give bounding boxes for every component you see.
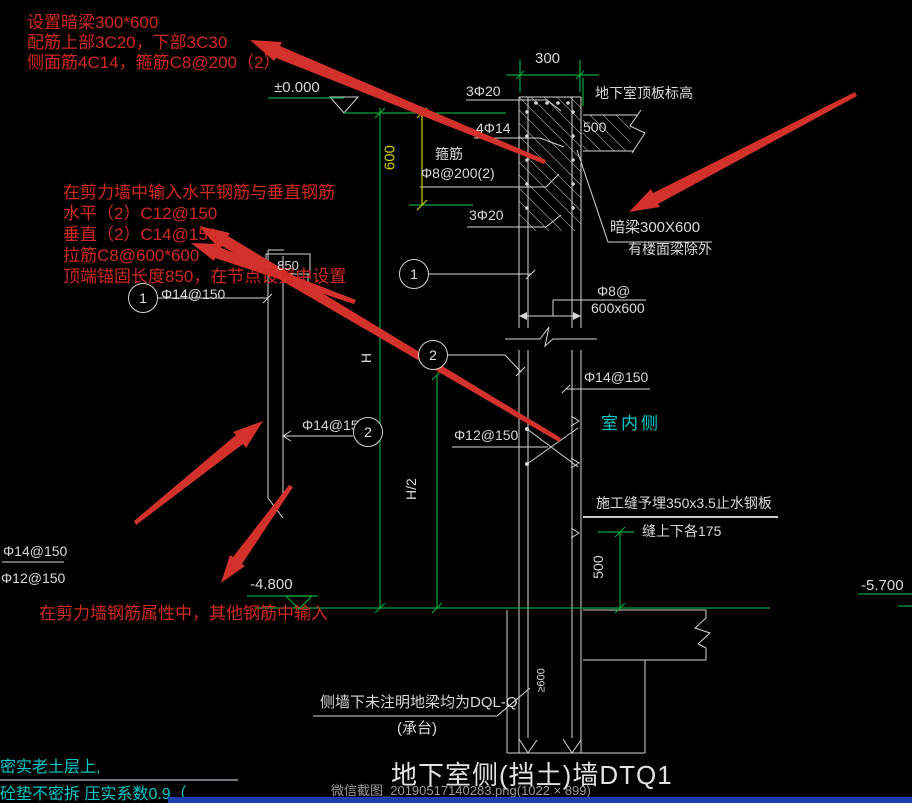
construction-joint-label: 施工缝予埋350x3.5止水钢板 (596, 495, 772, 511)
arrow-to-hidden-beam (629, 92, 857, 212)
callout-2-right: 2 (418, 340, 448, 370)
roof-level-label: 地下室顶板标高 (595, 85, 693, 101)
property-note: 在剪力墙钢筋属性中，其他钢筋中输入 (39, 604, 328, 623)
drawing-title: 地下室侧(挡土)墙DTQ1 (391, 760, 673, 790)
level-bottom: -4.800 (250, 576, 293, 593)
arrow-to-left-leg (134, 421, 263, 525)
level-symbol-bottom (284, 595, 314, 610)
label-vertical-bar-1: Φ14@150 (161, 286, 226, 302)
beam-note-line1: 设置暗梁300*600 (27, 13, 159, 32)
wall-break-symbol (505, 326, 597, 348)
left-wall-leg (267, 249, 284, 519)
label-stirrup-title: 箍筋 (435, 146, 463, 162)
dim-wall-half-height: H/2 (402, 478, 419, 500)
dim-footing: 500 (589, 555, 606, 579)
image-filename: 微信截图_20190517140283.png(1022 × 899) (331, 783, 591, 798)
leader-lines (2, 96, 712, 717)
level-symbol-top (328, 96, 360, 114)
arrow-to-beam-note (250, 40, 546, 164)
wall-bottom-break (518, 738, 582, 754)
dim-slab-thickness: 500 (583, 119, 607, 135)
yellow-dimension (416, 107, 428, 211)
level-right: -5.700 (861, 577, 904, 594)
interior-side-label: 室内侧 (601, 414, 661, 433)
hidden-beam-sub: 有楼面梁除外 (628, 241, 712, 257)
label-tie-line2: 600x600 (591, 300, 645, 316)
dim-beam-depth: 600 (381, 145, 399, 171)
label-side-bars: 4Φ14 (476, 120, 511, 136)
bottom-slab-break (694, 610, 711, 660)
joint-sub-label: 缝上下各175 (642, 523, 722, 539)
callout-2-left: 2 (353, 417, 383, 447)
label-bottom-bars: 3Φ20 (469, 207, 504, 223)
hidden-beam-label: 暗梁300X600 (610, 219, 701, 236)
dim-wall-height: H (357, 352, 374, 364)
wall-note-line1: 在剪力墙中输入水平钢筋与垂直钢筋 (63, 183, 335, 202)
soil-note-line1: 密实老土层上, (0, 759, 101, 776)
beam-note-line2: 配筋上部3C20，下部3C30 (27, 33, 228, 52)
taskbar-strip (168, 797, 912, 803)
wall-note-line5: 顶端锚固长度850，在节点设置中设置 (63, 267, 347, 286)
ground-beam-note: 侧墙下未注明地梁均为DQL-Q (320, 694, 518, 711)
label-tie-line1: Φ8@ (597, 283, 631, 299)
dim-anchorage: 850 (277, 257, 299, 273)
label-vertical-bar-2: Φ14@150 (302, 417, 367, 433)
arrow-to-wall-note-short (191, 243, 356, 304)
label-vertical-bar-edge: Φ14@150 (3, 543, 68, 559)
label-horizontal-bar-edge: Φ12@150 (1, 570, 66, 586)
wall-note-line3: 垂直（2）C14@150 (63, 225, 218, 244)
slab-break-symbol (629, 109, 646, 154)
red-annotation-arrows (134, 40, 857, 583)
green-dimension-lines (247, 60, 912, 614)
section-hatch (518, 96, 631, 232)
rebar-dots (519, 101, 581, 466)
wall-note-line4: 拉筋C8@600*600 (63, 246, 200, 265)
label-stirrup-spec: Φ8@200(2) (421, 165, 495, 181)
callout-1-right: 1 (399, 259, 429, 289)
dim-beam-width: 300 (535, 50, 561, 67)
dim-embed-depth: ≥600 (535, 668, 548, 693)
wall-note-line2: 水平（2）C12@150 (63, 204, 218, 223)
callout-1-left: 1 (128, 283, 158, 313)
beam-note-line3: 侧面筋4C14，箍筋C8@200（2） (27, 53, 281, 72)
level-top: ±0.000 (274, 79, 320, 96)
arrow-to-property-note (221, 485, 293, 583)
label-vertical-bar-3: Φ14@150 (584, 369, 649, 385)
soil-note-line2: 砼垫不密拆 压实系数0.9（ (0, 786, 187, 803)
pile-cap-outline (506, 610, 646, 754)
pile-cap-label: (承台) (397, 720, 437, 737)
wall-outline (267, 96, 711, 754)
label-horizontal-bar-1: Φ12@150 (454, 427, 519, 443)
label-top-bars: 3Φ20 (466, 83, 501, 99)
